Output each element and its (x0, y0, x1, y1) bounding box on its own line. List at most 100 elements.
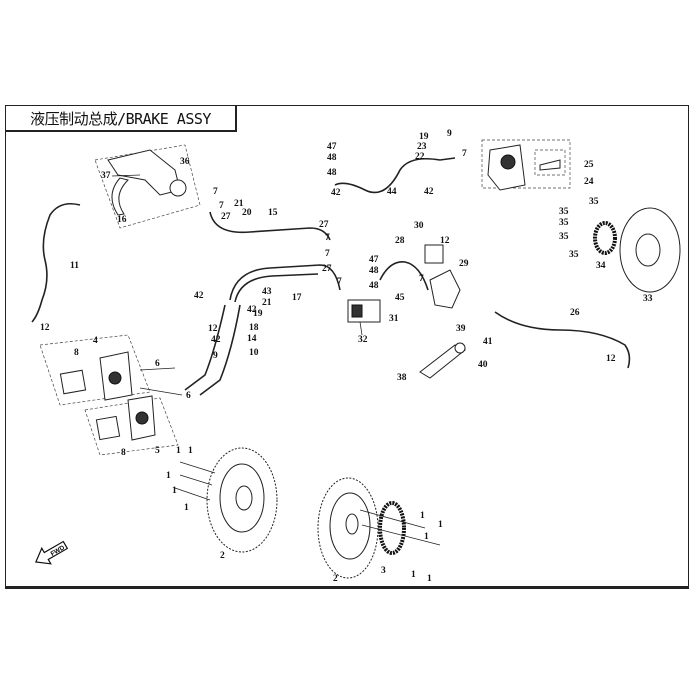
callout-7: 7 (419, 274, 424, 284)
callout-35: 35 (559, 207, 569, 217)
callout-8: 8 (121, 448, 126, 458)
hose-11 (31, 202, 81, 323)
callout-19: 19 (419, 132, 429, 142)
callout-7: 7 (325, 233, 330, 243)
hose-17 (229, 264, 341, 301)
hose-44 (334, 157, 456, 194)
callout-20: 20 (242, 208, 252, 218)
hose-15 (209, 211, 331, 241)
fwd-arrow: FWD (35, 540, 69, 565)
front-caliper-5 (84, 395, 179, 456)
callout-9: 9 (213, 351, 218, 361)
hose-26 (494, 311, 631, 369)
rear-brake-disc (619, 207, 681, 293)
front-brake-disc-left (174, 447, 278, 553)
callout-28: 28 (395, 236, 405, 246)
callout-14: 14 (247, 334, 257, 344)
callout-27: 27 (322, 264, 332, 274)
callout-42: 42 (194, 291, 204, 301)
callout-6: 6 (155, 359, 160, 369)
callout-26: 26 (570, 308, 580, 318)
callout-7: 7 (219, 201, 224, 211)
callout-35: 35 (569, 250, 579, 260)
callout-38: 38 (397, 373, 407, 383)
callout-1: 1 (172, 486, 177, 496)
callout-16: 16 (117, 215, 127, 225)
callout-15: 15 (268, 208, 278, 218)
callout-9: 9 (447, 129, 452, 139)
front-master-cylinder (94, 144, 201, 229)
callout-1: 1 (427, 574, 432, 584)
callout-43: 43 (262, 287, 272, 297)
callout-47: 47 (369, 255, 379, 265)
callout-8: 8 (74, 348, 79, 358)
callout-4: 4 (93, 336, 98, 346)
callout-18: 18 (249, 323, 259, 333)
callout-30: 30 (414, 221, 424, 231)
diagram-title: 液压制动总成/BRAKE ASSY (5, 105, 237, 132)
callout-7: 7 (337, 277, 342, 287)
callout-48: 48 (369, 281, 379, 291)
callout-22: 22 (415, 152, 425, 162)
callout-48: 48 (327, 153, 337, 163)
callout-1: 1 (420, 511, 425, 521)
callout-12: 12 (40, 323, 50, 333)
callout-44: 44 (387, 187, 397, 197)
abs-unit (347, 299, 381, 336)
front-brake-disc-right (317, 477, 441, 579)
callout-10: 10 (249, 348, 259, 358)
callout-33: 33 (643, 294, 653, 304)
callout-42: 42 (247, 305, 257, 315)
callout-12: 12 (440, 236, 450, 246)
callout-36: 36 (180, 157, 190, 167)
callout-6: 6 (186, 391, 191, 401)
callout-1: 1 (438, 520, 443, 530)
callout-1: 1 (188, 446, 193, 456)
callout-1: 1 (411, 570, 416, 580)
callout-34: 34 (596, 261, 606, 271)
callout-12: 12 (606, 354, 616, 364)
rear-caliper (481, 139, 571, 191)
callout-11: 11 (70, 261, 79, 271)
callout-27: 27 (319, 220, 329, 230)
callout-42: 42 (331, 188, 341, 198)
callout-35: 35 (559, 232, 569, 242)
callout-45: 45 (395, 293, 405, 303)
front-caliper-4 (39, 334, 183, 406)
callout-47: 47 (327, 142, 337, 152)
callout-31: 31 (389, 314, 399, 324)
callout-27: 27 (221, 212, 231, 222)
callout-40: 40 (478, 360, 488, 370)
callout-48: 48 (369, 266, 379, 276)
callout-41: 41 (483, 337, 493, 347)
callout-1: 1 (424, 532, 429, 542)
callout-35: 35 (559, 218, 569, 228)
callout-1: 1 (176, 446, 181, 456)
callout-48: 48 (327, 168, 337, 178)
callout-7: 7 (462, 149, 467, 159)
callout-1: 1 (166, 471, 171, 481)
callout-37: 37 (101, 171, 111, 181)
callout-7: 7 (325, 249, 330, 259)
callout-24: 24 (584, 177, 594, 187)
callout-21: 21 (234, 199, 244, 209)
callout-1: 1 (184, 503, 189, 513)
abs-ring-34 (593, 221, 617, 255)
callout-17: 17 (292, 293, 302, 303)
callout-42: 42 (211, 335, 221, 345)
callout-2: 2 (333, 574, 338, 584)
callout-5: 5 (155, 446, 160, 456)
callout-23: 23 (417, 142, 427, 152)
callout-42: 42 (424, 187, 434, 197)
callout-3: 3 (381, 566, 386, 576)
callout-2: 2 (220, 551, 225, 561)
callout-7: 7 (213, 187, 218, 197)
callout-25: 25 (584, 160, 594, 170)
rear-brake-pedal (419, 342, 466, 379)
callout-19: 19 (253, 309, 263, 319)
rear-master-cylinder (424, 244, 461, 309)
callout-29: 29 (459, 259, 469, 269)
callout-21: 21 (262, 298, 272, 308)
